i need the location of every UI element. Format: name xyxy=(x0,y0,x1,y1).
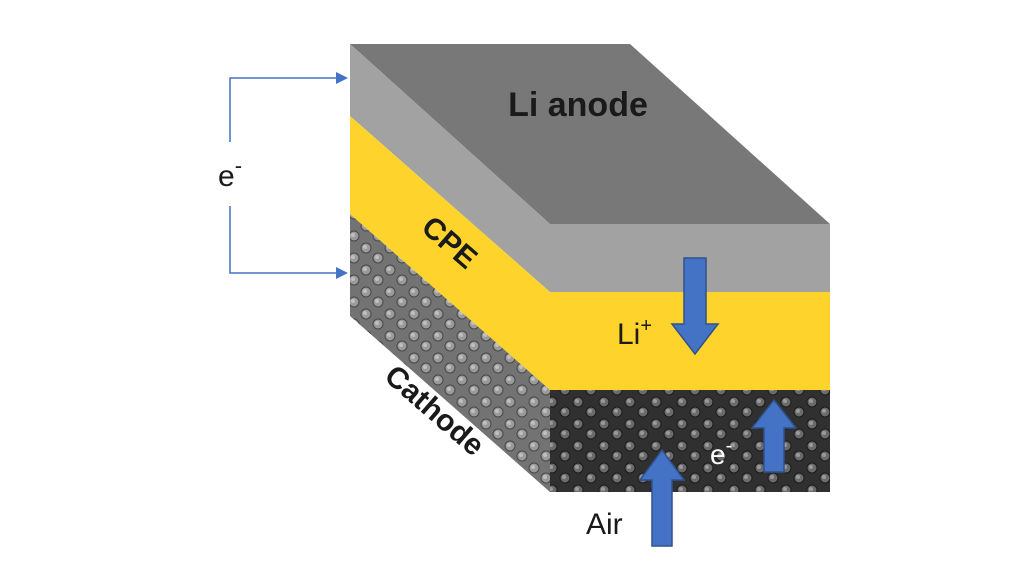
circuit-wire-upper xyxy=(229,77,338,142)
circuit-wire-lower xyxy=(229,206,338,274)
external-electron-charge: - xyxy=(235,153,242,178)
cathode-front-face xyxy=(550,390,830,492)
li-ion-label: Li+ xyxy=(617,315,652,351)
air-up-arrow-icon xyxy=(638,448,686,547)
li-ion-symbol: Li xyxy=(617,318,640,351)
anode-top-face xyxy=(350,44,830,224)
li-ion-charge: + xyxy=(640,315,652,337)
internal-electron-label: e- xyxy=(710,435,732,470)
internal-electron-symbol: e xyxy=(710,439,726,470)
circuit-arrowhead-top-icon xyxy=(336,72,348,84)
external-electron-label: e- xyxy=(218,153,242,193)
external-circuit xyxy=(229,77,338,274)
li-ion-down-arrow-icon xyxy=(670,257,720,356)
cathode-side-shade xyxy=(350,214,550,492)
cathode-side-face xyxy=(350,214,550,492)
external-electron-symbol: e xyxy=(218,160,235,193)
electron-up-arrow-icon xyxy=(750,398,798,473)
circuit-arrowhead-bottom-icon xyxy=(336,267,348,279)
electrolyte-side-face xyxy=(350,116,550,390)
anode-side-face xyxy=(350,44,550,292)
internal-electron-charge: - xyxy=(726,435,733,457)
air-label: Air xyxy=(586,508,623,541)
anode-label: Li anode xyxy=(508,86,648,124)
